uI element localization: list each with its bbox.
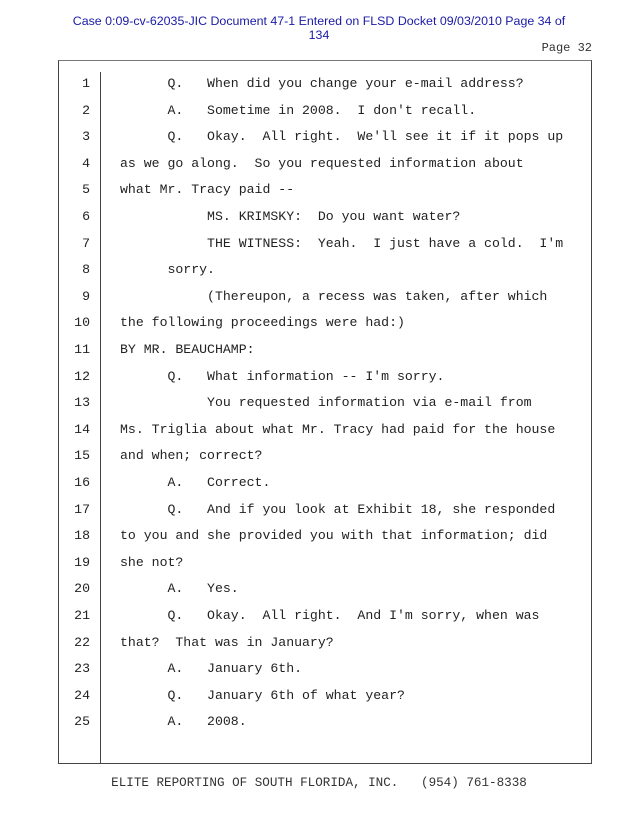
transcript-line: 12 Q. What information -- I'm sorry. bbox=[0, 367, 638, 387]
line-number: 19 bbox=[74, 554, 90, 570]
docket-header-line1: Case 0:09-cv-62035-JIC Document 47-1 Ent… bbox=[72, 14, 566, 28]
line-number: 10 bbox=[74, 315, 90, 331]
transcript-line: 13 You requested information via e-mail … bbox=[0, 393, 638, 413]
transcript-frame bbox=[58, 60, 592, 764]
line-text: MS. KRIMSKY: Do you want water? bbox=[120, 209, 461, 224]
transcript-line: 11 BY MR. BEAUCHAMP: bbox=[0, 340, 638, 360]
docket-header: Case 0:09-cv-62035-JIC Document 47-1 Ent… bbox=[0, 14, 638, 42]
line-text: Q. And if you look at Exhibit 18, she re… bbox=[120, 501, 556, 517]
line-number: 25 bbox=[74, 714, 90, 730]
line-number: 23 bbox=[74, 661, 90, 677]
page-number: Page 32 bbox=[541, 41, 592, 55]
line-number: 12 bbox=[74, 368, 90, 384]
line-text: to you and she provided you with that in… bbox=[120, 528, 548, 544]
line-text: Q. When did you change your e-mail addre… bbox=[120, 76, 524, 91]
reporter-footer: ELITE REPORTING OF SOUTH FLORIDA, INC. (… bbox=[111, 776, 527, 790]
line-text: BY MR. BEAUCHAMP: bbox=[120, 342, 255, 357]
line-text: Q. Okay. All right. And I'm sorry, when … bbox=[120, 608, 540, 623]
line-number: 21 bbox=[74, 608, 90, 623]
line-number: 18 bbox=[74, 528, 90, 544]
line-text: A. January 6th. bbox=[120, 661, 303, 677]
transcript-line: 3 Q. Okay. All right. We'll see it if it… bbox=[0, 127, 638, 147]
line-number: 6 bbox=[82, 209, 90, 224]
transcript-line: 14 Ms. Triglia about what Mr. Tracy had p… bbox=[0, 420, 638, 440]
transcript-line: 22 that? That was in January? bbox=[0, 633, 638, 653]
line-text: Q. January 6th of what year? bbox=[120, 687, 405, 703]
transcript-line: 21 Q. Okay. All right. And I'm sorry, wh… bbox=[0, 606, 638, 626]
line-number: 24 bbox=[74, 687, 90, 703]
line-number-divider bbox=[100, 72, 101, 764]
line-number: 11 bbox=[74, 342, 90, 357]
transcript-line: 2 A. Sometime in 2008. I don't recall. bbox=[0, 101, 638, 121]
line-number: 8 bbox=[82, 262, 90, 278]
transcript-line: 1 Q. When did you change your e-mail add… bbox=[0, 74, 638, 94]
transcript-line: 20 A. Yes. bbox=[0, 579, 638, 599]
transcript-line: 15 and when; correct? bbox=[0, 446, 638, 466]
line-number: 20 bbox=[74, 581, 90, 597]
line-number: 22 bbox=[74, 634, 90, 650]
line-text: Q. What information -- I'm sorry. bbox=[120, 368, 445, 384]
line-text: A. 2008. bbox=[120, 714, 247, 730]
transcript-line: 17 Q. And if you look at Exhibit 18, she… bbox=[0, 500, 638, 520]
line-number: 3 bbox=[82, 129, 90, 145]
line-text: A. Sometime in 2008. I don't recall. bbox=[120, 102, 477, 118]
line-number: 17 bbox=[74, 501, 90, 517]
line-text: she not? bbox=[120, 554, 184, 570]
line-text: as we go along. So you requested informa… bbox=[120, 155, 524, 171]
transcript-line: 5 what Mr. Tracy paid -- bbox=[0, 180, 638, 200]
line-number: 7 bbox=[82, 235, 90, 251]
line-number: 5 bbox=[82, 182, 90, 198]
transcript-line: 16 A. Correct. bbox=[0, 473, 638, 493]
transcript-line: 24 Q. January 6th of what year? bbox=[0, 686, 638, 706]
line-text: and when; correct? bbox=[120, 448, 263, 464]
transcript-line: 6 MS. KRIMSKY: Do you want water? bbox=[0, 207, 638, 227]
transcript-line: 4 as we go along. So you requested inform… bbox=[0, 154, 638, 174]
line-text: sorry. bbox=[120, 262, 215, 278]
transcript-line: 10 the following proceedings were had:) bbox=[0, 313, 638, 333]
line-number: 13 bbox=[74, 395, 90, 411]
transcript-line: 19 she not? bbox=[0, 553, 638, 573]
line-text: (Thereupon, a recess was taken, after wh… bbox=[120, 288, 548, 304]
transcript-line: 23 A. January 6th. bbox=[0, 659, 638, 679]
transcript-line: 8 sorry. bbox=[0, 260, 638, 280]
line-number: 14 bbox=[74, 421, 90, 437]
line-text: You requested information via e-mail fro… bbox=[120, 395, 532, 411]
line-text: A. Correct. bbox=[120, 475, 271, 490]
docket-header-line2: 134 bbox=[308, 28, 330, 42]
transcript-line: 9 (Thereupon, a recess was taken, after … bbox=[0, 287, 638, 307]
line-number: 16 bbox=[74, 475, 90, 490]
line-text: THE WITNESS: Yeah. I just have a cold. I… bbox=[120, 235, 564, 251]
line-number: 15 bbox=[74, 448, 90, 464]
line-text: the following proceedings were had:) bbox=[120, 315, 405, 331]
line-number: 1 bbox=[82, 76, 90, 91]
line-text: that? That was in January? bbox=[120, 634, 334, 650]
transcript-line: 7 THE WITNESS: Yeah. I just have a cold.… bbox=[0, 234, 638, 254]
line-number: 2 bbox=[82, 102, 90, 118]
line-text: A. Yes. bbox=[120, 581, 239, 597]
line-text: what Mr. Tracy paid -- bbox=[120, 182, 295, 198]
line-number: 9 bbox=[82, 288, 90, 304]
transcript-line: 18 to you and she provided you with that … bbox=[0, 526, 638, 546]
line-text: Ms. Triglia about what Mr. Tracy had pai… bbox=[120, 421, 556, 437]
line-text: Q. Okay. All right. We'll see it if it p… bbox=[120, 129, 564, 145]
transcript-line: 25 A. 2008. bbox=[0, 712, 638, 732]
line-number: 4 bbox=[82, 155, 90, 171]
